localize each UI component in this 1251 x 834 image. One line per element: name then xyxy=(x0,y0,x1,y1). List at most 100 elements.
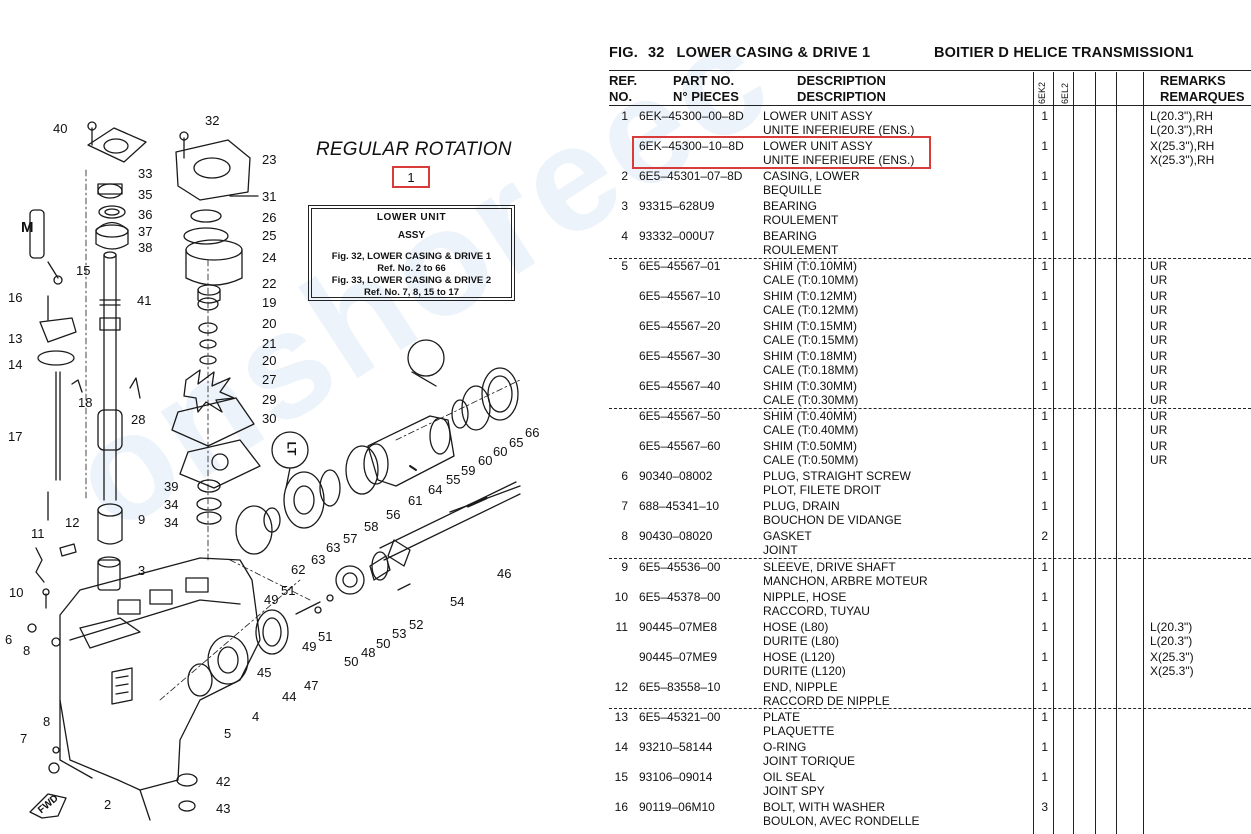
ref-no: 10 xyxy=(614,590,628,604)
ref-no: 2 xyxy=(621,169,628,183)
group-separator xyxy=(609,558,1251,559)
header-top-rule xyxy=(609,70,1251,71)
assy-box-line5: Fig. 33, LOWER CASING & DRIVE 2 xyxy=(331,275,492,286)
water-pump-housing xyxy=(171,131,261,489)
desc-fr: DURITE (L120) xyxy=(763,664,846,678)
part-no: 6E5–45567–60 xyxy=(639,439,721,453)
header-bottom-rule xyxy=(609,105,1251,106)
assy-box-line3: Fig. 32, LOWER CASING & DRIVE 1 xyxy=(331,251,492,262)
propeller-shaft-drawing xyxy=(379,481,521,567)
remarks: L(20.3")L(20.3") xyxy=(1150,620,1192,648)
remark-2: UR xyxy=(1150,393,1168,407)
desc-fr: UNITE INFERIEURE (ENS.) xyxy=(763,123,915,137)
part-no: 6E5–45378–00 xyxy=(639,590,721,604)
callout-63b: 63 xyxy=(326,540,341,555)
part-no: 90445–07ME8 xyxy=(639,620,718,634)
desc-fr: ROULEMENT xyxy=(763,243,839,257)
desc-en: SHIM (T:0.40MM) xyxy=(763,409,858,423)
part-no: 90445–07ME9 xyxy=(639,650,718,664)
quantity: 1 xyxy=(1041,620,1048,634)
callout-10: 10 xyxy=(9,585,24,600)
callout-58: 58 xyxy=(364,519,379,534)
quantity: 1 xyxy=(1041,319,1048,333)
desc-fr: JOINT SPY xyxy=(763,784,825,798)
hdr-ref-2: NO. xyxy=(609,89,633,104)
desc-fr: UNITE INFERIEURE (ENS.) xyxy=(763,153,915,167)
desc-en: HOSE (L120) xyxy=(763,650,836,664)
sleeve-and-bearing-drawing xyxy=(97,503,123,591)
hdr-model-6ek2: 6EK2 xyxy=(1037,81,1047,104)
hdr-rem-1: REMARKS xyxy=(1160,73,1226,88)
callout-18: 18 xyxy=(78,395,93,410)
callout-9: 9 xyxy=(138,512,146,527)
seal-stack-drawing xyxy=(196,479,222,525)
quantity: 1 xyxy=(1041,740,1048,754)
callout-19: 19 xyxy=(262,295,277,310)
lower-casing-drawing xyxy=(59,557,261,821)
desc-en: SHIM (T:0.15MM) xyxy=(763,319,858,333)
hose-fittings-drawing xyxy=(27,543,77,774)
quantity: 1 xyxy=(1041,169,1048,183)
remark-2: L(20.3"),RH xyxy=(1150,123,1213,137)
quantity: 1 xyxy=(1041,379,1048,393)
callout-54: 54 xyxy=(450,594,465,609)
callout-43: 43 xyxy=(216,801,231,816)
callout-51b: 51 xyxy=(318,629,333,644)
quantity: 1 xyxy=(1041,229,1048,243)
callout-33: 33 xyxy=(138,166,153,181)
desc-fr: DURITE (L80) xyxy=(763,634,840,648)
desc-en: END, NIPPLE xyxy=(763,680,838,694)
callout-38: 38 xyxy=(138,240,153,255)
callout-25: 25 xyxy=(262,228,277,243)
remark-1: X(25.3"),RH xyxy=(1150,139,1215,153)
group-separator xyxy=(609,708,1251,709)
callout-21: 21 xyxy=(262,336,277,351)
col-line-3 xyxy=(1073,72,1074,834)
description: SHIM (T:0.10MM)CALE (T:0.10MM) xyxy=(763,259,858,287)
quantity: 1 xyxy=(1041,560,1048,574)
col-line-6 xyxy=(1143,72,1144,834)
col-line-5 xyxy=(1116,72,1117,834)
remark-1: UR xyxy=(1150,349,1168,363)
ref-no: 16 xyxy=(614,800,628,814)
ref-number-box: 1 xyxy=(392,166,430,188)
leader-lines xyxy=(85,169,521,701)
description: HOSE (L120)DURITE (L120) xyxy=(763,650,846,678)
part-no: 6EK–45300–10–8D xyxy=(639,139,744,153)
desc-fr: BEQUILLE xyxy=(763,183,822,197)
quantity: 1 xyxy=(1041,139,1048,153)
ref-no: 6 xyxy=(621,469,628,483)
assy-box-line6: Ref. No. 7, 8, 15 to 17 xyxy=(363,287,460,298)
ref-no: 5 xyxy=(621,259,628,273)
remark-1: UR xyxy=(1150,409,1168,423)
desc-en: PLUG, STRAIGHT SCREW xyxy=(763,469,911,483)
part-no: 93210–58144 xyxy=(639,740,713,754)
part-no: 93315–628U9 xyxy=(639,199,715,213)
hdr-desc-2: DESCRIPTION xyxy=(797,89,886,104)
assy-box-line1: LOWER UNIT xyxy=(376,212,447,223)
desc-en: CASING, LOWER xyxy=(763,169,860,183)
col-line-1 xyxy=(1033,72,1034,834)
ref-no: 7 xyxy=(621,499,628,513)
callout-60a: 60 xyxy=(478,453,493,468)
desc-fr: CALE (T:0.30MM) xyxy=(763,393,859,407)
callout-62: 62 xyxy=(291,562,306,577)
hdr-part-1: PART NO. xyxy=(673,73,735,88)
callout-39: 39 xyxy=(164,479,179,494)
callout-29: 29 xyxy=(262,392,277,407)
remark-1: UR xyxy=(1150,319,1168,333)
selected-part-highlight xyxy=(632,136,931,169)
part-no: 6E5–45567–30 xyxy=(639,349,721,363)
remark-2: UR xyxy=(1150,273,1168,287)
desc-en: GASKET xyxy=(763,529,812,543)
part-no: 6E5–45567–20 xyxy=(639,319,721,333)
